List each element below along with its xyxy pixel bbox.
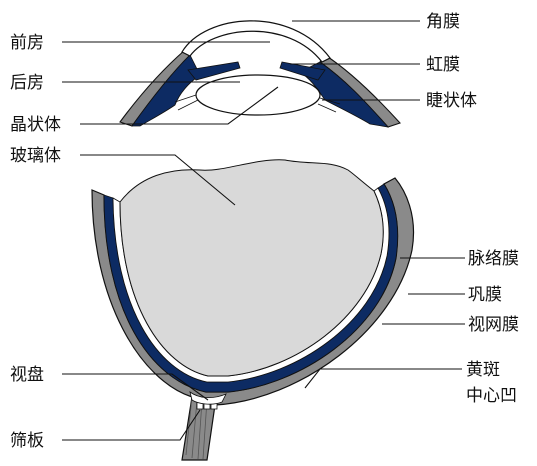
label-lamina-cribrosa: 筛板 xyxy=(10,431,44,451)
label-lens: 晶状体 xyxy=(10,115,61,135)
label-anterior-chamber: 前房 xyxy=(10,33,44,53)
label-fovea-line2: 中心凹 xyxy=(466,386,517,406)
ciliary-body-left xyxy=(132,55,200,126)
cornea xyxy=(182,21,330,62)
label-retina: 视网膜 xyxy=(468,315,519,335)
label-cornea: 角膜 xyxy=(426,12,460,32)
label-choroid: 脉络膜 xyxy=(468,249,519,269)
label-posterior-chamber: 后房 xyxy=(10,73,44,93)
leader-lamina xyxy=(62,410,200,440)
label-ciliary-body: 睫状体 xyxy=(426,91,477,111)
label-vitreous-body: 玻璃体 xyxy=(10,146,61,166)
label-iris: 虹膜 xyxy=(426,55,460,75)
label-fovea-line1: 黄斑 xyxy=(466,360,500,380)
lens xyxy=(196,75,320,115)
label-optic-disc: 视盘 xyxy=(10,365,44,385)
leader-fovea xyxy=(305,369,462,388)
label-sclera: 巩膜 xyxy=(468,285,502,305)
